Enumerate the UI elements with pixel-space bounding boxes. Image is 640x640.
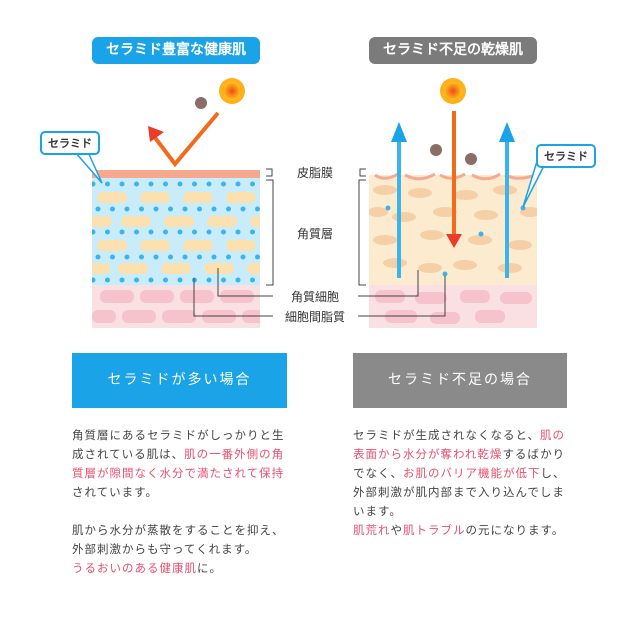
ceramide-dot <box>148 181 154 187</box>
ceramide-dot <box>110 206 115 212</box>
ceramide-dot <box>95 206 101 212</box>
ceramide-dot <box>92 229 96 235</box>
ceramide-dot <box>255 254 260 260</box>
text: の元になります。 <box>465 523 565 537</box>
text: セラミドが生成されなくなると、 <box>353 428 541 442</box>
highlight-text: 肌の一番外側の角質層が隙間なく水分で満たされて保持 <box>72 447 285 480</box>
healthy-description: 角質層にあるセラミドがしっかりと生成されている肌は、肌の一番外側の角質層が隙間な… <box>72 426 292 578</box>
ceramide-dot <box>163 181 168 187</box>
irritant-icon <box>465 153 477 165</box>
ceramide-dot <box>139 254 144 260</box>
ceramide-dot <box>177 277 183 283</box>
highlight-text: 肌荒れ <box>353 523 391 537</box>
text: に。 <box>197 561 222 575</box>
ceramide-dot <box>206 181 212 187</box>
text: 肌から水分が蒸散をすることを抑え、外部刺激からも守ってくれます。 <box>72 523 285 556</box>
ceramide-dot <box>124 254 130 260</box>
ceramide-dot <box>134 181 139 187</box>
ceramide-dots <box>92 181 260 283</box>
highlight-text: 肌の表面から水分が奪われ乾燥 <box>353 428 566 461</box>
dry-case-box: セラミド不足の場合 <box>353 353 567 408</box>
ceramide-dot <box>250 229 255 235</box>
highlight-text: お肌のバリア機能が低下 <box>403 466 541 480</box>
ceramide-callout-right: セラミド <box>536 144 596 168</box>
ceramide-dot <box>153 206 159 212</box>
ceramide-dot <box>192 181 197 187</box>
ceramide-dot <box>221 181 226 187</box>
ceramide-callout-left: セラミド <box>40 131 100 155</box>
dry-skin-header: セラミド不足の乾燥肌 <box>369 37 537 64</box>
ceramide-dot <box>95 254 101 260</box>
ceramide-dot <box>105 181 110 187</box>
ceramide-dot <box>182 206 188 212</box>
ceramide-dot <box>119 277 125 283</box>
ceramide-dot <box>250 181 255 187</box>
ceramide-dot <box>168 254 173 260</box>
label-corneocytes: 角質細胞 <box>290 290 339 304</box>
ceramide-dot <box>177 229 183 235</box>
ceramide-dot <box>124 206 130 212</box>
ceramide-dot <box>148 277 154 283</box>
ceramide-dot <box>119 181 125 187</box>
ceramide-dot <box>197 206 202 212</box>
text: 角質層にあるセラミドがしっかりと生成されている肌は、 <box>72 428 285 461</box>
ceramide-dot <box>226 206 231 212</box>
ceramide-dot <box>235 277 241 283</box>
ceramide-dot <box>182 254 188 260</box>
ceramide-dot <box>240 254 246 260</box>
ceramide-dot <box>226 254 231 260</box>
ceramide-dot <box>92 277 96 283</box>
ceramide-dot <box>134 229 139 235</box>
label-sebum: 皮脂膜 <box>296 166 333 180</box>
sun-icon <box>219 78 245 104</box>
ceramide-dot <box>105 229 110 235</box>
ceramide-dot <box>192 229 197 235</box>
ceramide-dot <box>139 206 144 212</box>
ceramide-dot <box>221 277 226 283</box>
irritant-icon <box>195 97 207 109</box>
ceramide-dot <box>235 181 241 187</box>
dry-description: セラミドが生成されなくなると、肌の表面から水分が奪われ乾燥するばかりでなく、お肌… <box>353 426 573 540</box>
ceramide-dot <box>119 229 125 235</box>
highlight-text: 肌トラブル <box>403 523 466 537</box>
ceramide-dot <box>250 277 255 283</box>
ceramide-dot <box>206 229 212 235</box>
ceramide-dot <box>255 206 260 212</box>
irritant-icon <box>430 144 442 156</box>
ceramide-dot <box>211 254 217 260</box>
text: するばかりでなく、 <box>353 447 566 480</box>
ceramide-dot <box>92 181 96 187</box>
ceramide-dot <box>163 277 168 283</box>
healthy-skin-layers <box>92 170 260 328</box>
ceramide-dot <box>153 254 159 260</box>
ceramide-dot <box>197 254 202 260</box>
ceramide-dot <box>240 206 246 212</box>
text: や <box>390 523 403 537</box>
label-stratum-corneum: 角質層 <box>296 227 333 241</box>
ceramide-dot <box>177 181 183 187</box>
highlight-text: うるおいのある健康肌 <box>72 561 197 575</box>
text: し、外部刺激が肌内部まで入り込んでしまいます。 <box>353 466 566 518</box>
ceramide-dot <box>168 206 173 212</box>
healthy-skin-header: セラミド豊富な健康肌 <box>92 37 260 64</box>
ceramide-dot <box>206 277 212 283</box>
corneocytes <box>92 192 260 274</box>
ceramide-dot <box>163 229 168 235</box>
ceramide-dot <box>221 229 226 235</box>
ceramide-dot <box>235 229 241 235</box>
sun-icon-right <box>440 78 466 104</box>
text: されています。 <box>72 485 159 499</box>
ceramide-dot <box>134 277 139 283</box>
ceramide-dot <box>148 229 154 235</box>
ceramide-dot <box>110 254 115 260</box>
ceramide-dot <box>211 206 217 212</box>
ceramide-dot <box>105 277 110 283</box>
reflected-arrow <box>151 111 220 168</box>
label-intercellular-lipids: 細胞間脂質 <box>284 310 345 324</box>
healthy-case-box: セラミドが多い場合 <box>72 353 287 408</box>
